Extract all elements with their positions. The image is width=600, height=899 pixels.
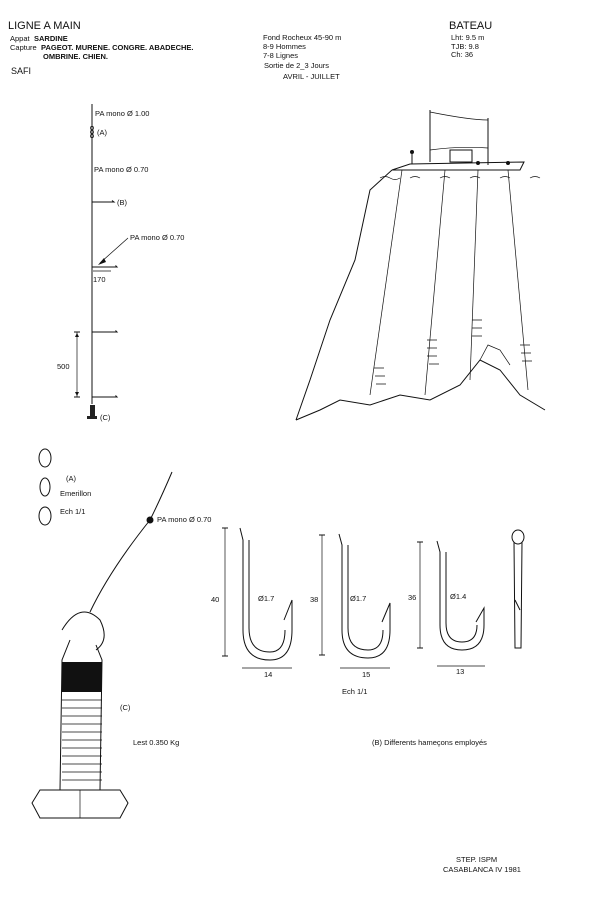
capture-value-1: PAGEOT. MURENE. CONGRE. ABADECHE. [41,43,194,52]
hook-3-diameter: Ø1.4 [450,592,466,601]
swivel-barrel [39,477,51,497]
main-line-label: PA mono Ø 1.00 [95,109,149,118]
hooks-scale: Ech 1/1 [342,687,367,696]
hook-1-height: 40 [211,595,219,604]
hook-branches [374,319,532,385]
fishing-line-2 [424,169,446,396]
sinker-ref-label: (C) [100,413,111,422]
branch-3 [92,330,119,333]
small-swivel-icon [90,126,94,138]
branch-b [92,200,116,203]
swivel-ring-top [38,448,52,468]
arrow-head-icon [98,258,106,265]
rock-face [295,169,393,421]
swivel-name: Emerillon [60,489,91,498]
boat-info: BATEAU Lht: 9.5 m TJB: 9.8 Ch: 36 [449,20,492,59]
spacing-label: 500 [57,362,70,371]
hook-2: 38 Ø1.7 15 [310,533,391,679]
branch-4 [92,395,119,398]
fishing-line-3 [469,169,479,381]
hook-ref-label: (B) [117,198,128,207]
pointer-arrow [99,237,129,264]
branch-line-label: PA mono Ø 0.70 [130,233,184,242]
title: LIGNE A MAIN [8,20,81,32]
sail [429,111,489,151]
footer-line-2: CASABLANCA IV 1981 [443,865,521,874]
footer: STEP. ISPM CASABLANCA IV 1981 [443,855,521,874]
hook-1: 40 Ø1.7 14 [211,527,293,679]
water-surface [379,176,541,180]
hook-side-view [511,529,525,649]
location: SAFI [11,66,31,76]
hook-1-diameter: Ø1.7 [258,594,274,603]
line-2-label: PA mono Ø 0.70 [94,165,148,174]
swivel-detail: (A) Emerillon Ech 1/1 [38,448,91,526]
sinker-line [89,471,173,613]
sinker-nut [31,789,129,819]
lignes: 7-8 Lignes [263,51,298,60]
swivel-ring-bottom [38,506,52,526]
hook-2-width: 15 [362,670,370,679]
sinker-line-label: PA mono Ø 0.70 [157,515,211,524]
sortie: Sortie de 2_3 Jours [264,61,329,70]
boat-illustration [295,110,546,421]
hook-3-height: 36 [408,593,416,602]
boat-ch: Ch: 36 [451,50,473,59]
capture-label: Capture [10,43,37,52]
hooks-caption: (B) Differents hameçons employés [372,738,487,747]
branch-2 [92,265,119,268]
fishing-info: Fond Rocheux 45-90 m 8-9 Hommes 7-8 Lign… [263,33,341,81]
hook-3: 36 Ø1.4 13 [408,540,485,676]
header: LIGNE A MAIN Appat SARDINE Capture PAGEO… [8,20,194,76]
seabed [295,359,546,421]
boat-tjb: TJB: 9.8 [451,42,479,51]
line-diagram: PA mono Ø 1.00 (A) PA mono Ø 0.70 (B) PA… [57,104,184,422]
fond: Fond Rocheux 45-90 m [263,33,341,42]
swivel-ref-label: (A) [97,128,108,137]
boat-hull [391,161,525,171]
hommes: 8-9 Hommes [263,42,306,51]
saison: AVRIL - JUILLET [283,72,340,81]
sinker-detail: PA mono Ø 0.70 (C) Lest 0.350 Kg [31,471,211,819]
swivel-ref: (A) [66,474,77,483]
swivel-scale: Ech 1/1 [60,507,85,516]
spacing-dimension [74,331,80,398]
appat-label: Appat [10,34,31,43]
sinker-weight: Lest 0.350 Kg [133,738,179,747]
fishing-line-4 [507,169,529,391]
cabin [449,149,473,163]
appat-value: SARDINE [34,34,68,43]
hook-2-height: 38 [310,595,318,604]
footer-line-1: STEP. ISPM [456,855,497,864]
hook-3-width: 13 [456,667,464,676]
branch-length-label: 170 [93,275,106,284]
hook-2-diameter: Ø1.7 [350,594,366,603]
fishing-line-1 [369,169,403,396]
boat-title: BATEAU [449,20,492,32]
capture-value-2: OMBRINE. CHIEN. [43,52,108,61]
sinker-ref: (C) [120,703,131,712]
hooks: 40 Ø1.7 14 38 Ø1.7 15 36 Ø1.4 13 Ech 1/1 [211,527,525,747]
small-sinker-icon [87,405,97,419]
boat-lht: Lht: 9.5 m [451,33,484,42]
knot-icon [146,516,154,524]
hook-1-width: 14 [264,670,272,679]
sinker-wrap [62,662,102,692]
